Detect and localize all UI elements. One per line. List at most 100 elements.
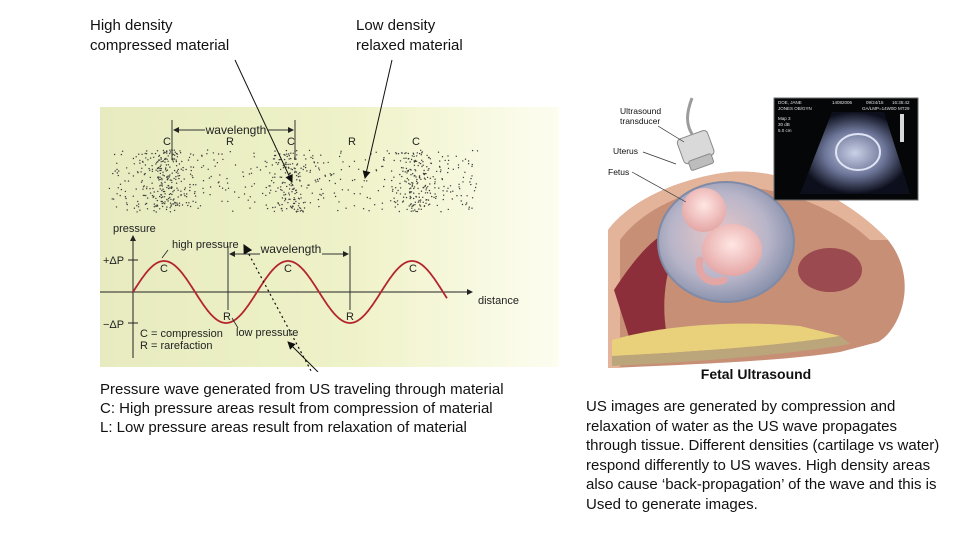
particle-dot xyxy=(427,169,429,171)
particle-dot xyxy=(309,169,312,172)
particle-dot xyxy=(315,181,317,183)
particle-dot xyxy=(291,163,294,165)
particle-dot xyxy=(138,153,140,155)
particle-dot xyxy=(449,185,452,187)
particle-dot xyxy=(290,185,292,187)
particle-dot xyxy=(175,182,178,184)
particle-dot xyxy=(405,181,407,183)
particle-dot xyxy=(409,188,411,190)
monitor-text-clinic: JONES OB/GYN xyxy=(778,106,812,111)
particle-dot xyxy=(169,151,172,153)
particle-dot xyxy=(169,207,171,209)
particle-dot xyxy=(415,195,417,198)
particle-dot xyxy=(273,158,276,160)
transducer-probe xyxy=(676,129,715,171)
high-pressure-leader xyxy=(161,249,169,259)
particle-dot xyxy=(266,161,268,164)
particle-dot xyxy=(432,176,434,178)
particle-dot xyxy=(288,153,290,155)
particle-dot xyxy=(202,187,204,190)
particle-dot xyxy=(402,196,405,198)
particle-dot xyxy=(176,170,179,172)
particle-dot xyxy=(165,157,167,160)
particle-dot xyxy=(177,175,179,177)
particle-dot xyxy=(157,170,159,172)
particle-dot xyxy=(157,190,159,193)
particle-dot xyxy=(407,158,409,160)
particle-dot xyxy=(165,208,168,211)
particle-dot xyxy=(169,211,172,213)
particle-dot xyxy=(247,199,249,201)
particle-dot xyxy=(377,190,380,192)
particle-dot xyxy=(429,183,431,185)
particle-dot xyxy=(471,197,474,199)
particle-dot xyxy=(226,177,228,180)
leader-uterus xyxy=(642,151,677,165)
particle-dot xyxy=(249,196,251,198)
particle-dot xyxy=(171,172,173,174)
particle-dot xyxy=(399,187,402,189)
particle-dot xyxy=(426,199,428,201)
particle-dot xyxy=(375,170,378,172)
particle-dot xyxy=(334,195,337,198)
particle-dot xyxy=(464,158,467,160)
bladder xyxy=(798,248,862,292)
particle-dot xyxy=(148,167,150,170)
top-wavelength-label: wavelength xyxy=(205,123,267,137)
particle-dot xyxy=(351,179,354,182)
particle-dot xyxy=(282,167,285,169)
particle-dot xyxy=(452,190,454,192)
vertebra-band xyxy=(612,336,850,366)
particle-dot xyxy=(313,161,315,163)
leader-transducer xyxy=(657,125,685,143)
particle-dot xyxy=(416,155,418,157)
particle-dot xyxy=(425,189,427,191)
particle-dot xyxy=(173,209,176,212)
legend-rarefaction: R = rarefaction xyxy=(140,340,212,352)
particle-dot xyxy=(160,167,162,170)
particle-dot xyxy=(411,207,413,209)
particle-dot xyxy=(429,177,432,179)
particle-dot xyxy=(467,163,470,165)
particle-dot xyxy=(347,189,349,191)
particle-dot xyxy=(395,153,398,155)
particle-dot xyxy=(173,158,176,160)
explanation-line6: Used to generate images. xyxy=(586,495,758,513)
monitor-text-depth: 5.0 cm xyxy=(778,128,792,133)
particle-dot xyxy=(144,172,146,175)
particle-dot xyxy=(183,188,186,191)
particle-dot xyxy=(341,189,344,191)
particle-dot xyxy=(338,155,341,158)
particle-dot xyxy=(419,201,421,203)
particle-dot xyxy=(233,191,236,193)
particle-dot xyxy=(434,181,436,183)
particle-dot xyxy=(117,187,120,189)
monitor-text-db: 30 dB xyxy=(778,122,790,127)
particle-dot xyxy=(182,169,184,171)
particle-dot xyxy=(413,192,415,194)
particle-dot xyxy=(465,203,467,206)
particle-dot xyxy=(151,165,153,167)
particle-dot xyxy=(140,181,143,183)
particle-dot xyxy=(318,167,320,169)
particle-dot xyxy=(206,149,209,151)
particle-dot xyxy=(418,196,420,198)
particle-dot xyxy=(195,184,197,186)
particle-dot xyxy=(209,186,212,188)
particle-dot xyxy=(447,163,449,165)
particle-dot xyxy=(160,161,162,163)
particle-dot xyxy=(166,152,168,154)
particle-dot xyxy=(232,210,234,212)
particle-dot xyxy=(164,203,166,205)
particle-dot xyxy=(396,200,399,202)
particle-dot xyxy=(112,172,114,175)
particle-dot xyxy=(289,205,292,207)
particle-dot xyxy=(168,185,170,187)
particle-dot xyxy=(381,208,383,210)
particle-dot xyxy=(457,167,460,169)
particle-dot xyxy=(137,203,140,205)
fetal-ultrasound-illustration: DOE, JANE 14082006 09/24/15 16:35:42 JON… xyxy=(608,97,919,368)
particle-dot xyxy=(424,178,426,180)
particle-dot xyxy=(178,177,180,180)
particle-dot xyxy=(192,184,195,186)
